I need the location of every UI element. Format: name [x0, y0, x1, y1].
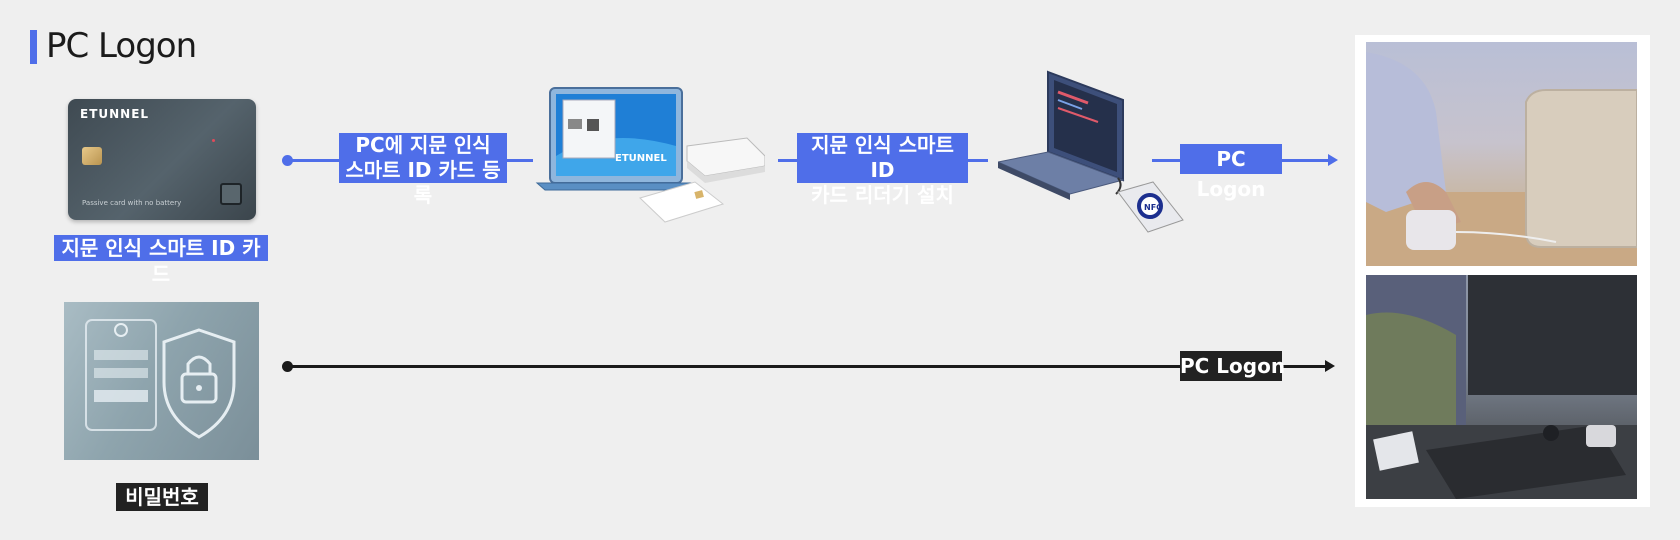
arrow-head-bottom-icon: [1325, 360, 1335, 372]
card-tap-photo: [1366, 42, 1637, 266]
card-chip-icon: [82, 147, 102, 165]
connector-line-bottom: [287, 365, 1330, 368]
title-accent-bar: [30, 30, 37, 64]
card-label: 지문 인식 스마트 ID 카드: [54, 235, 268, 286]
card-brand-logo: ETUNNEL: [80, 107, 150, 121]
result-pc-logon-label-bottom: PC Logon: [1180, 351, 1285, 381]
svg-text:NFC: NFC: [1144, 203, 1162, 212]
laptop-screen-logo: ETUNNEL: [615, 153, 667, 164]
step-install-reader-label: 지문 인식 스마트 ID 카드 리더기 설치: [797, 133, 968, 207]
desktop-monitor-photo: [1366, 275, 1637, 499]
page-title: PC Logon: [46, 26, 197, 66]
result-pc-logon-label-top: PC Logon: [1180, 144, 1282, 201]
fingerprint-sensor-icon: [220, 183, 242, 205]
step-register-label: PC에 지문 인식 스마트 ID 카드 등록: [339, 133, 507, 207]
fingerprint-smart-card-image: ETUNNEL Passive card with no battery: [68, 99, 256, 220]
arrow-head-icon: [1328, 154, 1338, 166]
laptop-registration-illustration: ETUNNEL: [535, 87, 765, 223]
laptop-nfc-reader-illustration: NFC: [998, 70, 1184, 233]
card-caption: Passive card with no battery: [82, 199, 182, 207]
card-led-dot: [212, 139, 215, 142]
password-label: 비밀번호: [116, 483, 208, 511]
password-lock-image: [64, 302, 259, 460]
